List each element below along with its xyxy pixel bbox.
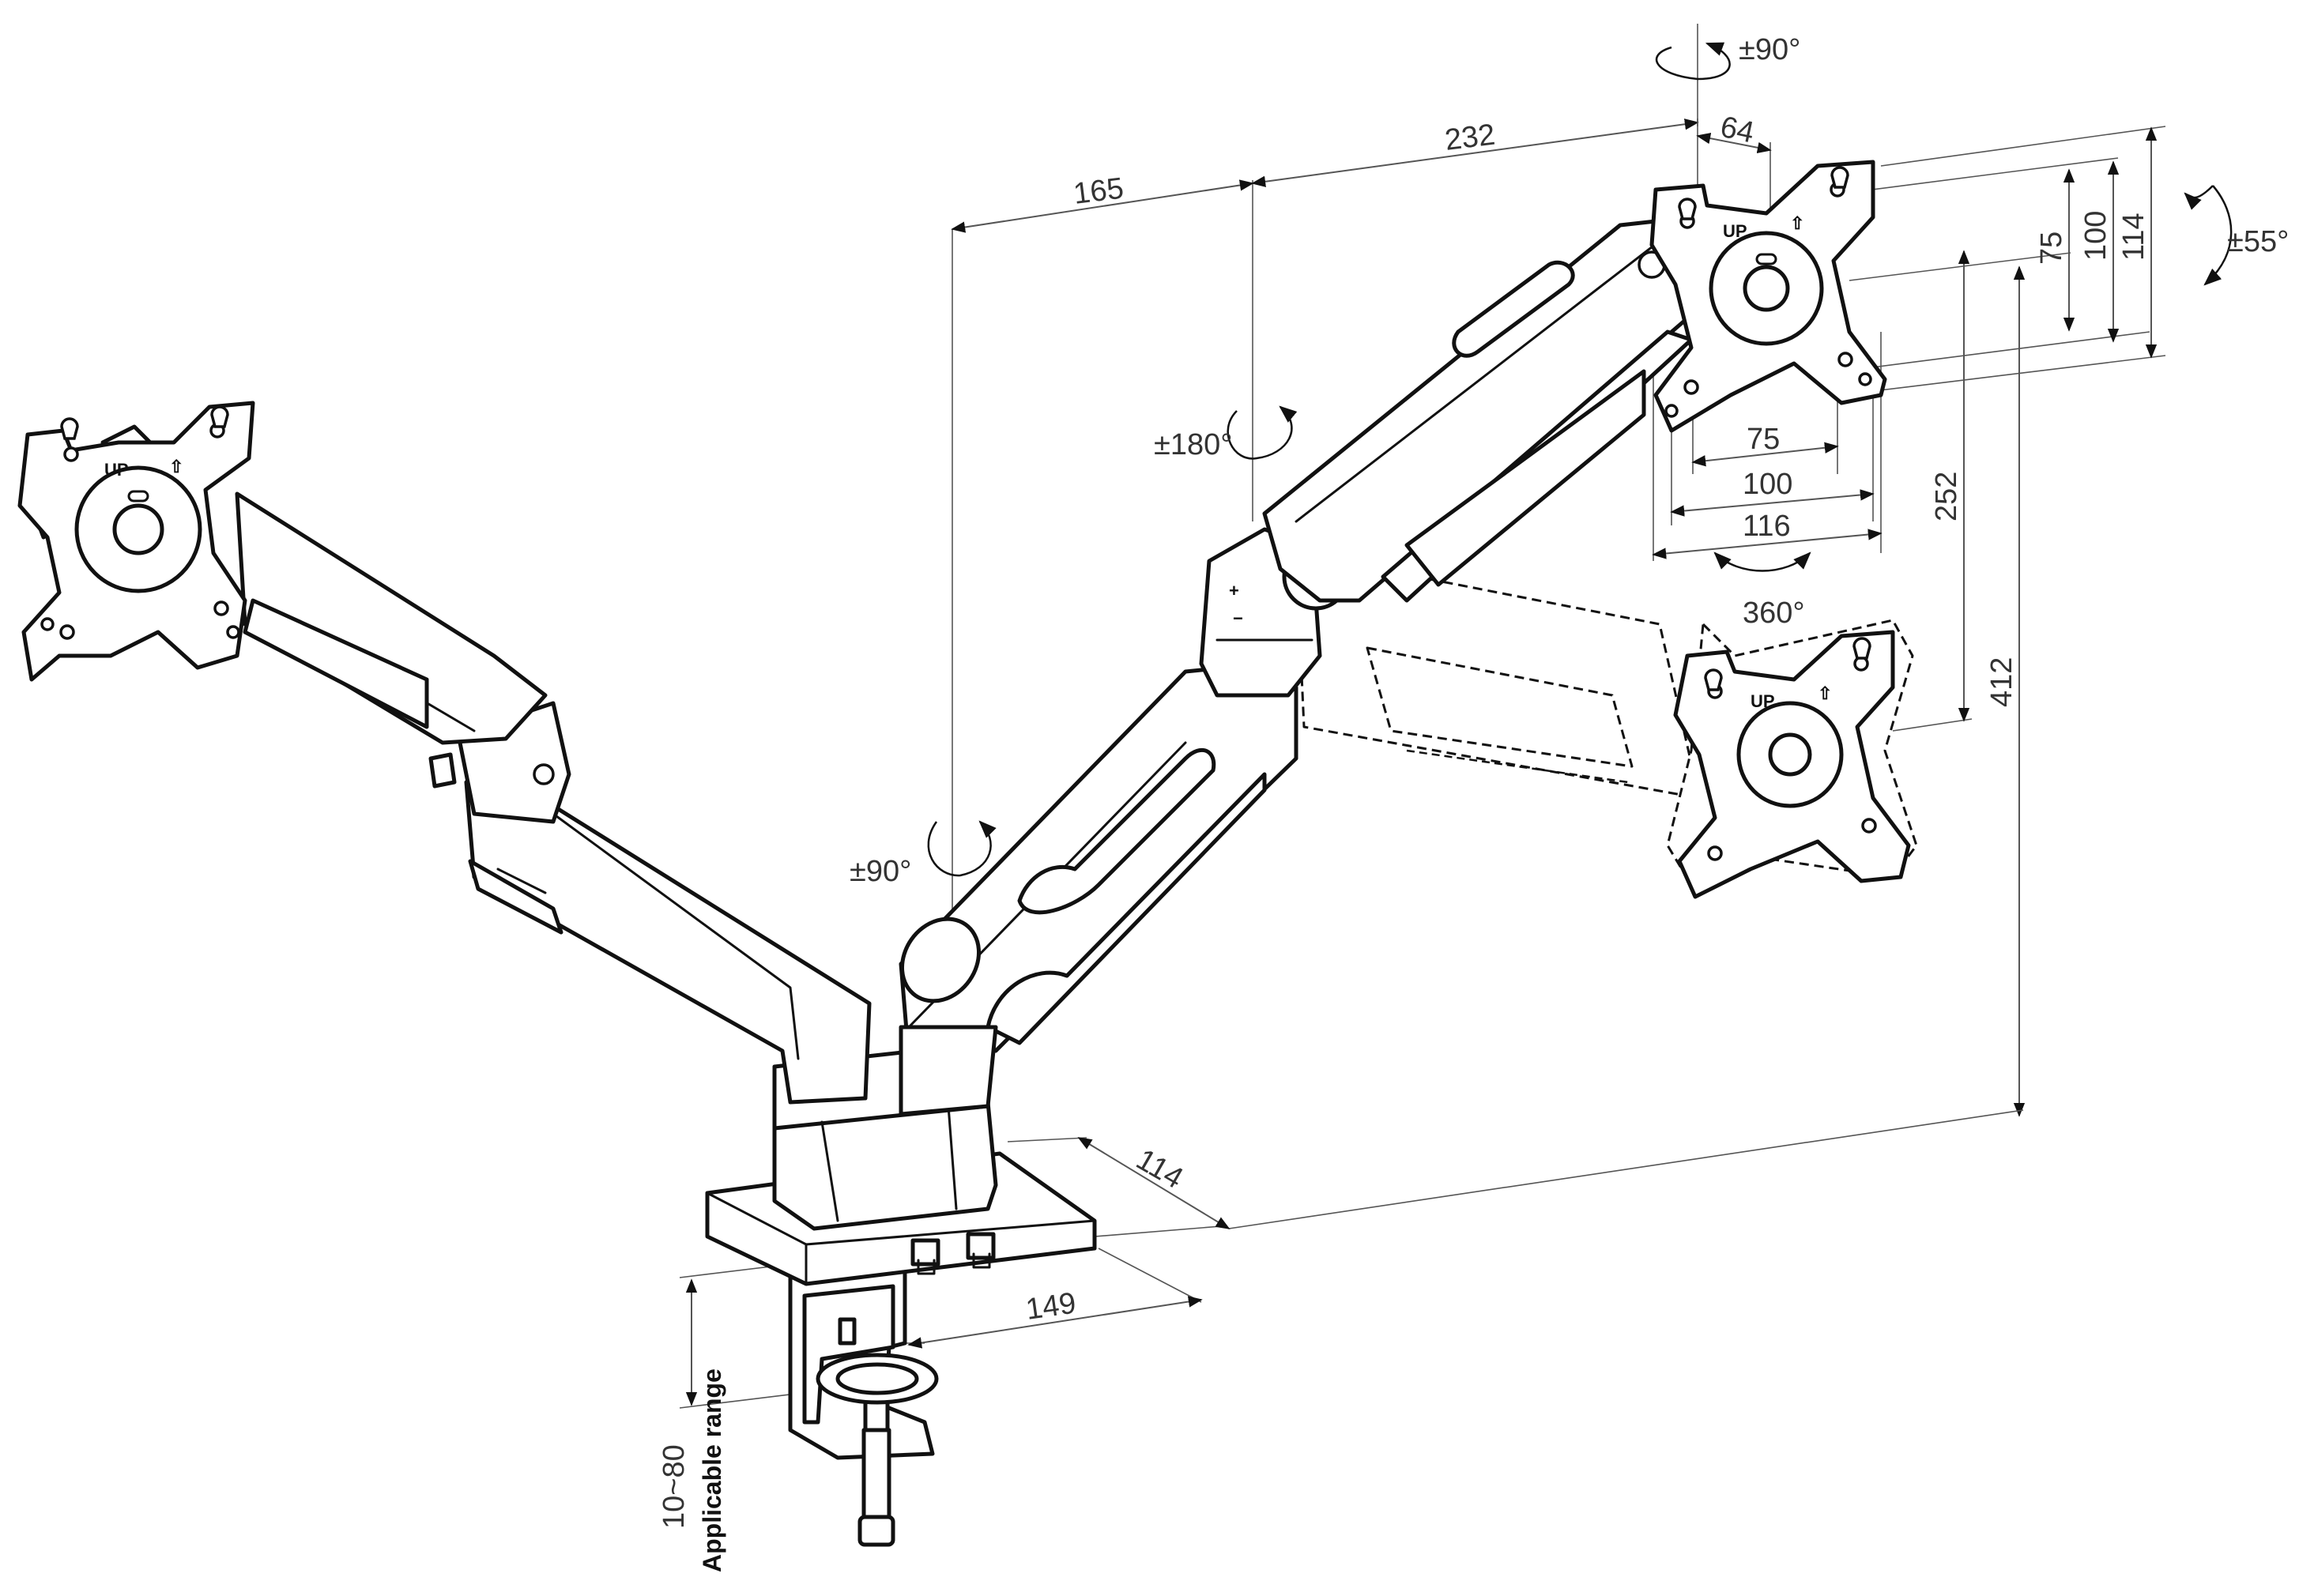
vesa-h100-label: 100: [1743, 468, 1792, 501]
right-plate-up-label: UP: [1723, 221, 1747, 241]
vesa-v100-label: 100: [2079, 211, 2112, 261]
svg-text:+: +: [1229, 581, 1239, 600]
pole-rotation-label: ±90°: [850, 855, 911, 888]
vesa-v114-label: 114: [2117, 213, 2150, 261]
dim-252-label: 252: [1930, 472, 1963, 521]
dim-64-label: 64: [1717, 111, 1757, 150]
rotation-arcs: [927, 42, 2233, 877]
vesa-v75-label: 75: [2035, 231, 2068, 265]
dimension-labels: ±90° ±55° ±180° ±90° 360° 232 165 64 75 …: [658, 33, 2289, 1572]
plate-rotation-label: 360°: [1743, 597, 1805, 630]
right-upper-arm: [1262, 215, 1717, 603]
clamp-range-label: 10~80: [658, 1444, 691, 1529]
right-lower-arm: [899, 661, 1298, 1116]
svg-text:−: −: [1233, 608, 1243, 628]
dim-232-label: 232: [1443, 119, 1497, 157]
ghost-plate-labels: UP ⇧: [1673, 630, 1911, 899]
right-vesa-plate: UP ⇧: [1649, 160, 1887, 433]
desk-clamp: [788, 1262, 939, 1547]
top-rotation-label: ±90°: [1739, 33, 1800, 66]
left-plate-up-label: UP: [104, 460, 129, 480]
base-depth-label: 114: [1131, 1142, 1189, 1195]
dim-165-label: 165: [1072, 172, 1125, 211]
left-vesa-plate: UP ⇧: [17, 401, 255, 682]
vesa-h75-label: 75: [1747, 423, 1780, 456]
vesa-h116-label: 116: [1743, 510, 1791, 543]
base-width-label: 149: [1023, 1286, 1078, 1326]
left-arm: [29, 424, 872, 1105]
right-plate-up-arrow: ⇧: [1790, 213, 1804, 233]
ghost-plate-up-label: UP: [1751, 691, 1775, 711]
tilt-label: ±55°: [2227, 225, 2289, 258]
arm-rotation-label: ±180°: [1154, 428, 1232, 461]
left-plate-up-arrow: ⇧: [169, 457, 183, 476]
applicable-range-label: Applicable range: [698, 1368, 726, 1572]
dimension-lines: [679, 24, 2166, 1409]
ghost-plate-up-arrow: ⇧: [1818, 683, 1832, 703]
dim-412-label: 412: [1985, 657, 2018, 707]
